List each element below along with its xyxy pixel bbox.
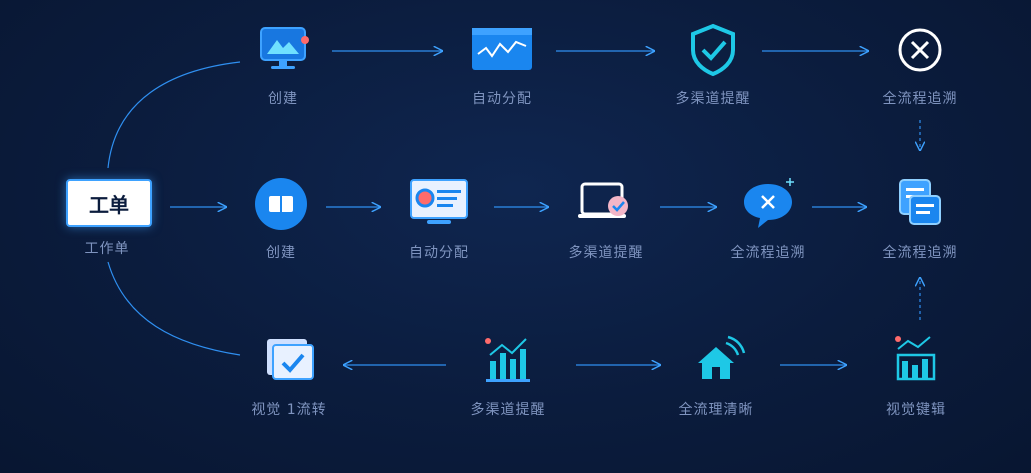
node-r3-multichannel[interactable]: 多渠道提醒 (443, 333, 573, 419)
node-label: 全流程追溯 (882, 91, 958, 107)
node-label: 自动分配 (472, 91, 532, 107)
wifi-home-icon (684, 333, 748, 393)
node-r3-visual-edit[interactable]: 视觉键辑 (851, 333, 981, 419)
node-r2-create[interactable]: 创建 (216, 176, 346, 262)
node-r1-trace[interactable]: 全流程追溯 (855, 22, 985, 108)
curve-to-row1 (107, 61, 241, 169)
screen-check-icon (574, 176, 638, 236)
node-label: 视觉键辑 (886, 402, 946, 418)
curve-to-row3 (107, 261, 241, 356)
chart-screen-icon (470, 22, 534, 82)
shield-check-icon (681, 22, 745, 82)
folder-check-icon (257, 333, 321, 393)
node-r2-multichannel[interactable]: 多渠道提醒 (541, 176, 671, 262)
card-circle-icon (249, 176, 313, 236)
node-r2-auto-assign[interactable]: 自动分配 (374, 176, 504, 262)
node-r3-visual-flow[interactable]: 视觉 1流转 (224, 333, 354, 419)
node-label: 创建 (266, 245, 296, 261)
node-label: 全流理清晰 (678, 402, 754, 418)
node-label: 全流程追溯 (730, 245, 806, 261)
node-r1-create[interactable]: 创建 (218, 22, 348, 108)
node-label: 创建 (268, 91, 298, 107)
bar-chart-icon (476, 333, 540, 393)
dashboard-monitor-icon (407, 176, 471, 236)
node-label: 多渠道提醒 (568, 245, 644, 261)
start-label: 工作单 (84, 241, 130, 257)
node-r2-trace-doc[interactable]: 全流程追溯 (855, 176, 985, 262)
node-label: 全流程追溯 (882, 245, 958, 261)
data-bars-icon (884, 333, 948, 393)
chat-bubble-x-icon (736, 176, 800, 236)
node-r3-clear-flow[interactable]: 全流理清晰 (651, 333, 781, 419)
node-r1-multichannel[interactable]: 多渠道提醒 (648, 22, 778, 108)
node-r1-auto-assign[interactable]: 自动分配 (437, 22, 567, 108)
monitor-icon (251, 22, 315, 82)
node-r2-trace[interactable]: 全流程追溯 (703, 176, 833, 262)
node-label: 多渠道提醒 (675, 91, 751, 107)
node-label: 多渠道提醒 (470, 402, 546, 418)
node-label: 视觉 1流转 (251, 402, 327, 418)
close-circle-icon (888, 22, 952, 82)
start-ticket-card[interactable]: 工单 (66, 179, 152, 227)
node-label: 自动分配 (409, 245, 469, 261)
document-stack-icon (888, 176, 952, 236)
